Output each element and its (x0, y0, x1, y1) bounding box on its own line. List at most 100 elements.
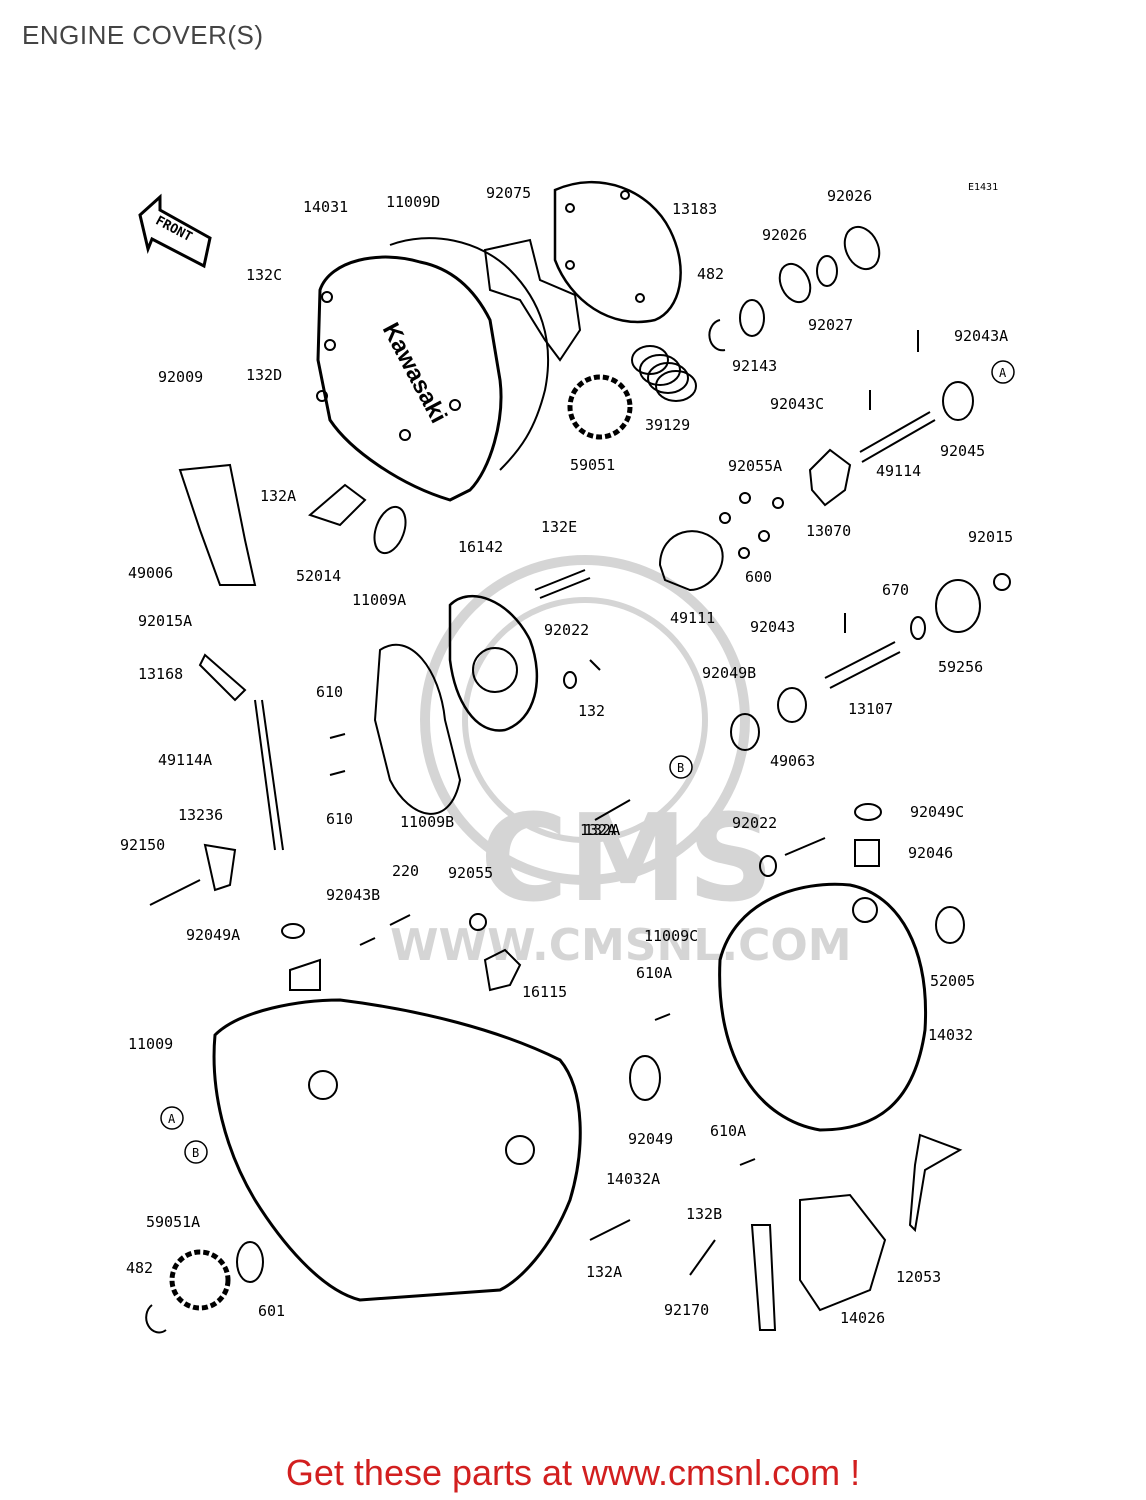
circlip-482 (708, 319, 726, 352)
part-label-92043a: 92043A (954, 327, 1008, 345)
footer-link[interactable]: Get these parts at www.cmsnl.com ! (285, 1452, 861, 1493)
part-label-132d: 132D (246, 366, 282, 384)
washer-92049a (281, 923, 305, 939)
callout-b-top (669, 755, 693, 779)
nut-92015 (993, 573, 1011, 591)
part-label-601: 601 (258, 1302, 285, 1320)
bearing-92049b (730, 713, 760, 751)
part-label-11009b: 11009B (400, 813, 454, 831)
dowel-610a-bottom (739, 1158, 756, 1166)
part-label-92043b: 92043B (326, 886, 380, 904)
part-label-92049a: 92049A (186, 926, 240, 944)
part-label-92026: 92026 (827, 187, 872, 205)
callout-b-top-label: B (677, 761, 684, 775)
part-label-13070: 13070 (806, 522, 851, 540)
part-label-92015: 92015 (968, 528, 1013, 546)
part-label-49063: 49063 (770, 752, 815, 770)
part-label-49006: 49006 (128, 564, 173, 582)
spring-39129 (631, 345, 697, 402)
part-label-49114: 49114 (876, 462, 921, 480)
gear-59051 (567, 374, 633, 440)
part-label-11009: 11009 (128, 1035, 173, 1053)
part-label-92143: 92143 (732, 357, 777, 375)
callout-b-bottom-label: B (192, 1146, 199, 1160)
bracket-13236 (203, 843, 237, 892)
part-label-13236: 13236 (178, 806, 223, 824)
shaft-49114 (859, 411, 936, 463)
part-label-132b: 132B (686, 1205, 722, 1223)
part-label-92150: 92150 (120, 836, 165, 854)
part-label-132c: 132C (246, 266, 282, 284)
watermark-url: WWW.CMSNL.COM (390, 920, 852, 971)
seal-92027 (816, 255, 838, 287)
front-arrow-icon: FRONT (138, 193, 212, 269)
crankcase-14032a (212, 998, 582, 1302)
part-label-92045: 92045 (940, 442, 985, 460)
dowel-610-b (329, 770, 346, 776)
cover-logo: Kawasaki (377, 318, 452, 427)
part-label-92026: 92026 (762, 226, 807, 244)
part-label-610a: 610A (636, 964, 672, 982)
part-label-220: 220 (392, 862, 419, 880)
part-label-13168: 13168 (138, 665, 183, 683)
part-label-14026: 14026 (840, 1309, 885, 1327)
cmsnl-watermark: CMS WWW.CMSNL.COM (390, 555, 852, 971)
part-label-13183: 13183 (672, 200, 717, 218)
seal-49063 (777, 687, 807, 723)
part-label-482: 482 (126, 1259, 153, 1277)
washer-92026-b (778, 262, 812, 304)
part-label-92043: 92043 (750, 618, 795, 636)
part-label-92075: 92075 (486, 184, 531, 202)
washer-92049c (854, 803, 882, 821)
part-label-92022: 92022 (732, 814, 777, 832)
part-label-52005: 52005 (930, 972, 975, 990)
part-label-13107: 13107 (848, 700, 893, 718)
dowel-92043b (359, 937, 376, 946)
callout-a-bottom-label: A (168, 1112, 176, 1126)
dowel-610-a (329, 733, 346, 739)
bracket-12053 (908, 1133, 963, 1233)
part-label-670: 670 (882, 581, 909, 599)
part-label-92170: 92170 (664, 1301, 709, 1319)
part-label-92015a: 92015A (138, 612, 192, 630)
cover-plate-13183 (553, 181, 682, 324)
callout-a-bottom (160, 1106, 184, 1130)
part-label-14032: 14032 (928, 1026, 973, 1044)
part-label-92046: 92046 (908, 844, 953, 862)
part-label-92055: 92055 (448, 864, 493, 882)
watermark-brand: CMS (480, 790, 774, 929)
impeller-13070 (808, 448, 852, 507)
oil-cap-16115 (483, 948, 522, 992)
gasket-11009d (389, 237, 549, 471)
gasket-92075 (483, 238, 582, 362)
tube-49006 (178, 463, 257, 586)
part-label-11009c: 11009C (644, 927, 698, 945)
part-label-132a: 132A (260, 487, 296, 505)
seal-601 (236, 1241, 264, 1283)
part-label-132a: 132A (584, 821, 620, 839)
part-label-610: 610 (316, 683, 343, 701)
impeller-59256 (935, 579, 981, 633)
part-label-12053: 12053 (896, 1268, 941, 1286)
part-label-59256: 59256 (938, 658, 983, 676)
part-label-132a: 132A (580, 821, 616, 839)
plate-92170 (750, 1224, 777, 1331)
part-label-600: 600 (745, 568, 772, 586)
part-label-92049b: 92049B (702, 664, 756, 682)
part-label-132e: 132E (541, 518, 577, 536)
bearing-92046 (854, 839, 880, 867)
shaft-13107 (824, 641, 901, 689)
part-label-16115: 16115 (522, 983, 567, 1001)
fitting-52014 (308, 483, 367, 527)
cover-14032 (718, 882, 928, 1132)
clutch-cover-14031: Kawasaki (316, 255, 503, 502)
ref-code: E1431 (968, 182, 998, 193)
part-label-14031: 14031 (303, 198, 348, 216)
part-label-92049: 92049 (628, 1130, 673, 1148)
washer-92026-a (843, 225, 881, 271)
bolt-92150 (149, 879, 201, 906)
bolt-132a-bottom (589, 1219, 631, 1241)
parts-diagram: CMS WWW.CMSNL.COM FRONT E1431 Kawasaki (120, 181, 1015, 1334)
gear-59051a (169, 1249, 231, 1311)
seal-52005 (935, 906, 965, 944)
